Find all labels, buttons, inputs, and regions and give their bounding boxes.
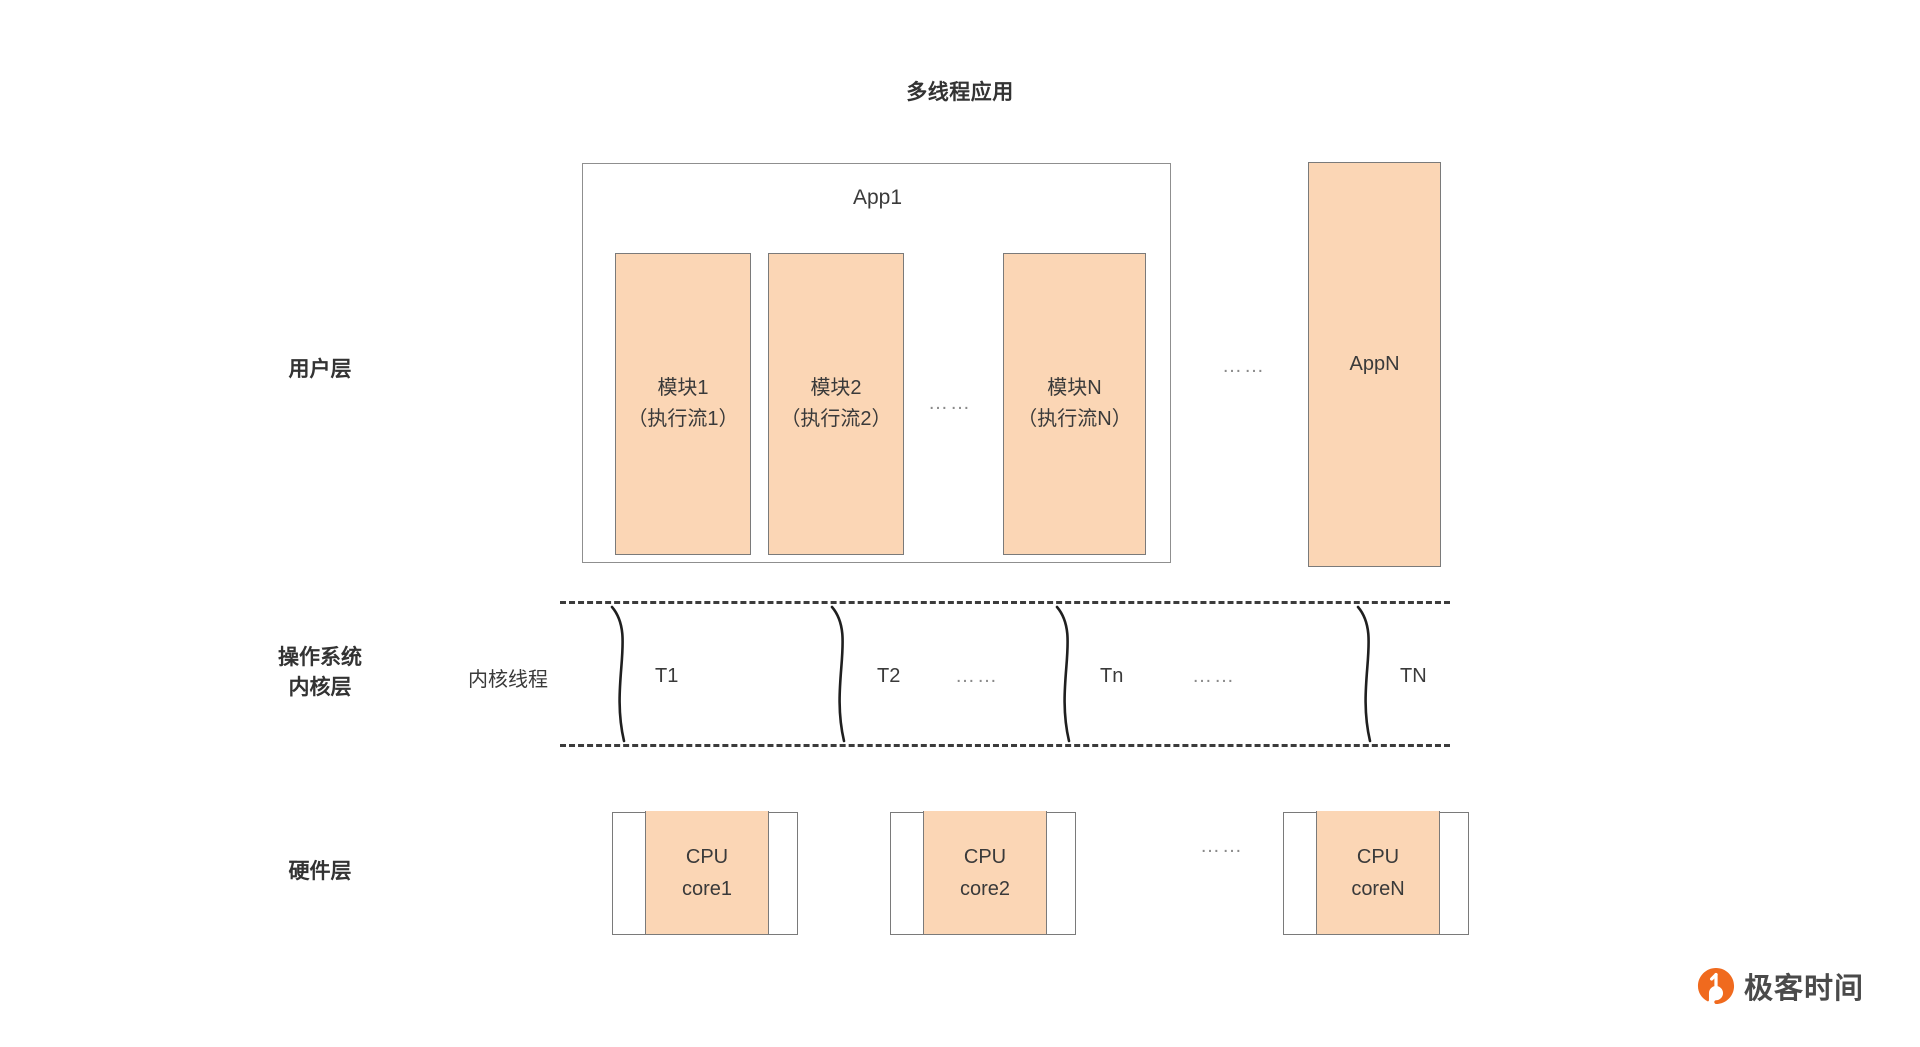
module-2-flow: （执行流2） xyxy=(780,408,892,430)
module-1-flow: （执行流1） xyxy=(627,408,739,430)
layer-label-user: 用户层 xyxy=(288,358,352,381)
cpu-1-line2: core1 xyxy=(681,877,733,900)
cpu-2-line2: core2 xyxy=(959,877,1011,900)
cpu-2-line1: CPU xyxy=(963,845,1007,868)
cpu-unit-2: CPU core2 xyxy=(890,811,1076,935)
thread-curve-icon-2 xyxy=(830,605,846,743)
cpu-core-2: CPU core2 xyxy=(923,811,1047,935)
cpu-unit-n: CPU coreN xyxy=(1283,811,1469,935)
cpu-core-n: CPU coreN xyxy=(1316,811,1440,935)
thread-curve-icon-1 xyxy=(610,605,626,743)
app1-title: App1 xyxy=(852,186,903,209)
modules-ellipsis: …… xyxy=(928,392,972,414)
thread-curve-icon-3 xyxy=(1055,605,1071,743)
layer-label-hardware: 硬件层 xyxy=(288,860,352,883)
cpus-ellipsis: …… xyxy=(1200,835,1244,857)
thread-curve-icon-4 xyxy=(1356,605,1372,743)
geektime-logo-icon xyxy=(1697,967,1735,1005)
watermark-text: 极客时间 xyxy=(1744,973,1865,1005)
watermark: 极客时间 xyxy=(1697,965,1864,1007)
threads-ellipsis-2: …… xyxy=(1192,665,1236,687)
page-title: 多线程应用 xyxy=(906,81,1014,104)
cpu-n-line2: coreN xyxy=(1351,877,1405,900)
appn-box: AppN xyxy=(1308,162,1441,567)
apps-ellipsis: …… xyxy=(1222,355,1266,377)
cpu-1-line1: CPU xyxy=(685,845,729,868)
module-box-1: 模块1 （执行流1） xyxy=(615,253,751,555)
module-n-flow: （执行流N） xyxy=(1017,408,1132,430)
module-n-name: 模块N xyxy=(1047,377,1102,399)
thread-label-t1: T1 xyxy=(655,665,679,687)
threads-ellipsis-1: …… xyxy=(955,665,999,687)
layer-label-kernel: 操作系统 内核层 xyxy=(278,646,362,700)
appn-label: AppN xyxy=(1349,353,1400,375)
module-2-name: 模块2 xyxy=(810,377,862,399)
cpu-core-1: CPU core1 xyxy=(645,811,769,935)
kernel-thread-label: 内核线程 xyxy=(468,669,548,691)
kernel-band-bottom-divider xyxy=(560,744,1450,747)
thread-label-t2: T2 xyxy=(877,665,901,687)
module-box-n: 模块N （执行流N） xyxy=(1003,253,1146,555)
module-box-2: 模块2 （执行流2） xyxy=(768,253,904,555)
thread-label-tn: Tn xyxy=(1100,665,1124,687)
thread-label-tN: TN xyxy=(1400,665,1427,687)
cpu-unit-1: CPU core1 xyxy=(612,811,798,935)
cpu-n-line1: CPU xyxy=(1356,845,1400,868)
module-1-name: 模块1 xyxy=(657,377,709,399)
kernel-band-top-divider xyxy=(560,601,1450,604)
